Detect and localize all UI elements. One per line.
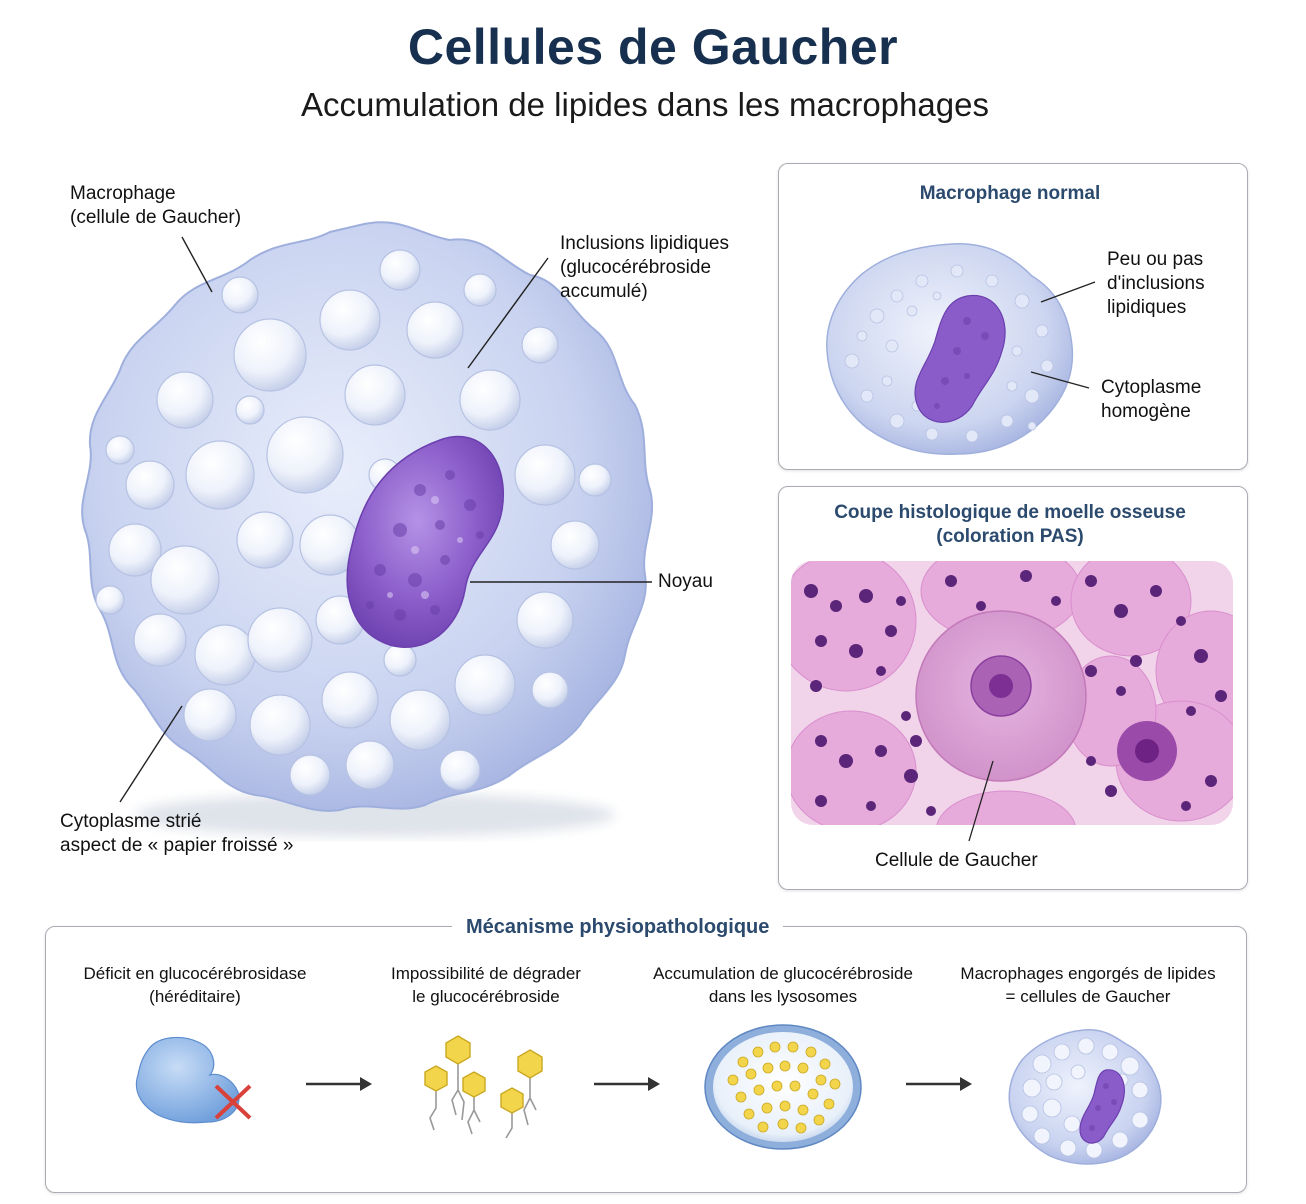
arrow-2-icon (594, 1077, 660, 1091)
step-4-label: Macrophages engorgés de lipides = cellul… (960, 964, 1216, 1006)
normal-macrophage-illustration (826, 243, 1074, 455)
histology-panel: Coupe histologique de moelle osseuse (co… (778, 486, 1248, 890)
main-leader-lines (119, 236, 652, 803)
histology-title: Coupe histologique de moelle osseuse (co… (834, 502, 1186, 547)
lysosome-icon (704, 1024, 862, 1150)
arrow-1-icon (306, 1077, 372, 1091)
enzyme-blocked-icon (135, 1036, 252, 1124)
label-macrophage: Macrophage (cellule de Gaucher) (70, 183, 242, 228)
page-subtitle: Accumulation de lipides dans les macroph… (301, 86, 989, 123)
step-2-label: Impossibilité de dégrader le glucocérébr… (391, 964, 581, 1006)
nucleus (346, 435, 504, 648)
step-3-label: Accumulation de glucocérébroside dans le… (653, 964, 913, 1006)
normal-leader-lines (1030, 281, 1096, 389)
arrow-3-icon (906, 1077, 972, 1091)
label-homogeneous-cytoplasm: Cytoplasme homogène (1101, 377, 1202, 422)
step-1-label: Déficit en glucocérébrosidase (héréditai… (83, 964, 307, 1006)
normal-macrophage-panel: Macrophage normal Peu ou (778, 163, 1248, 470)
histology-leader-line (968, 760, 994, 842)
histology-micrograph (791, 561, 1233, 825)
label-few-inclusions: Peu ou pas d'inclusions lipidiques (1107, 249, 1205, 318)
label-lipid-inclusions: Inclusions lipidiques (glucocérébroside … (560, 233, 729, 302)
normal-macrophage-title: Macrophage normal (919, 183, 1101, 204)
label-gaucher-cell: Cellule de Gaucher (875, 850, 1038, 871)
label-nucleus: Noyau (658, 571, 713, 592)
glucocerebroside-molecules-icon (424, 1035, 543, 1139)
label-cytoplasm-striated: Cytoplasme strié aspect de « papier froi… (60, 811, 294, 856)
lipid-inclusions (95, 249, 612, 796)
page-title: Cellules de Gaucher (407, 19, 899, 75)
gaucher-cell-illustration (81, 221, 654, 837)
mechanism-title: Mécanisme physiopathologique (452, 916, 784, 939)
gaucher-cell-icon (1008, 1028, 1162, 1165)
